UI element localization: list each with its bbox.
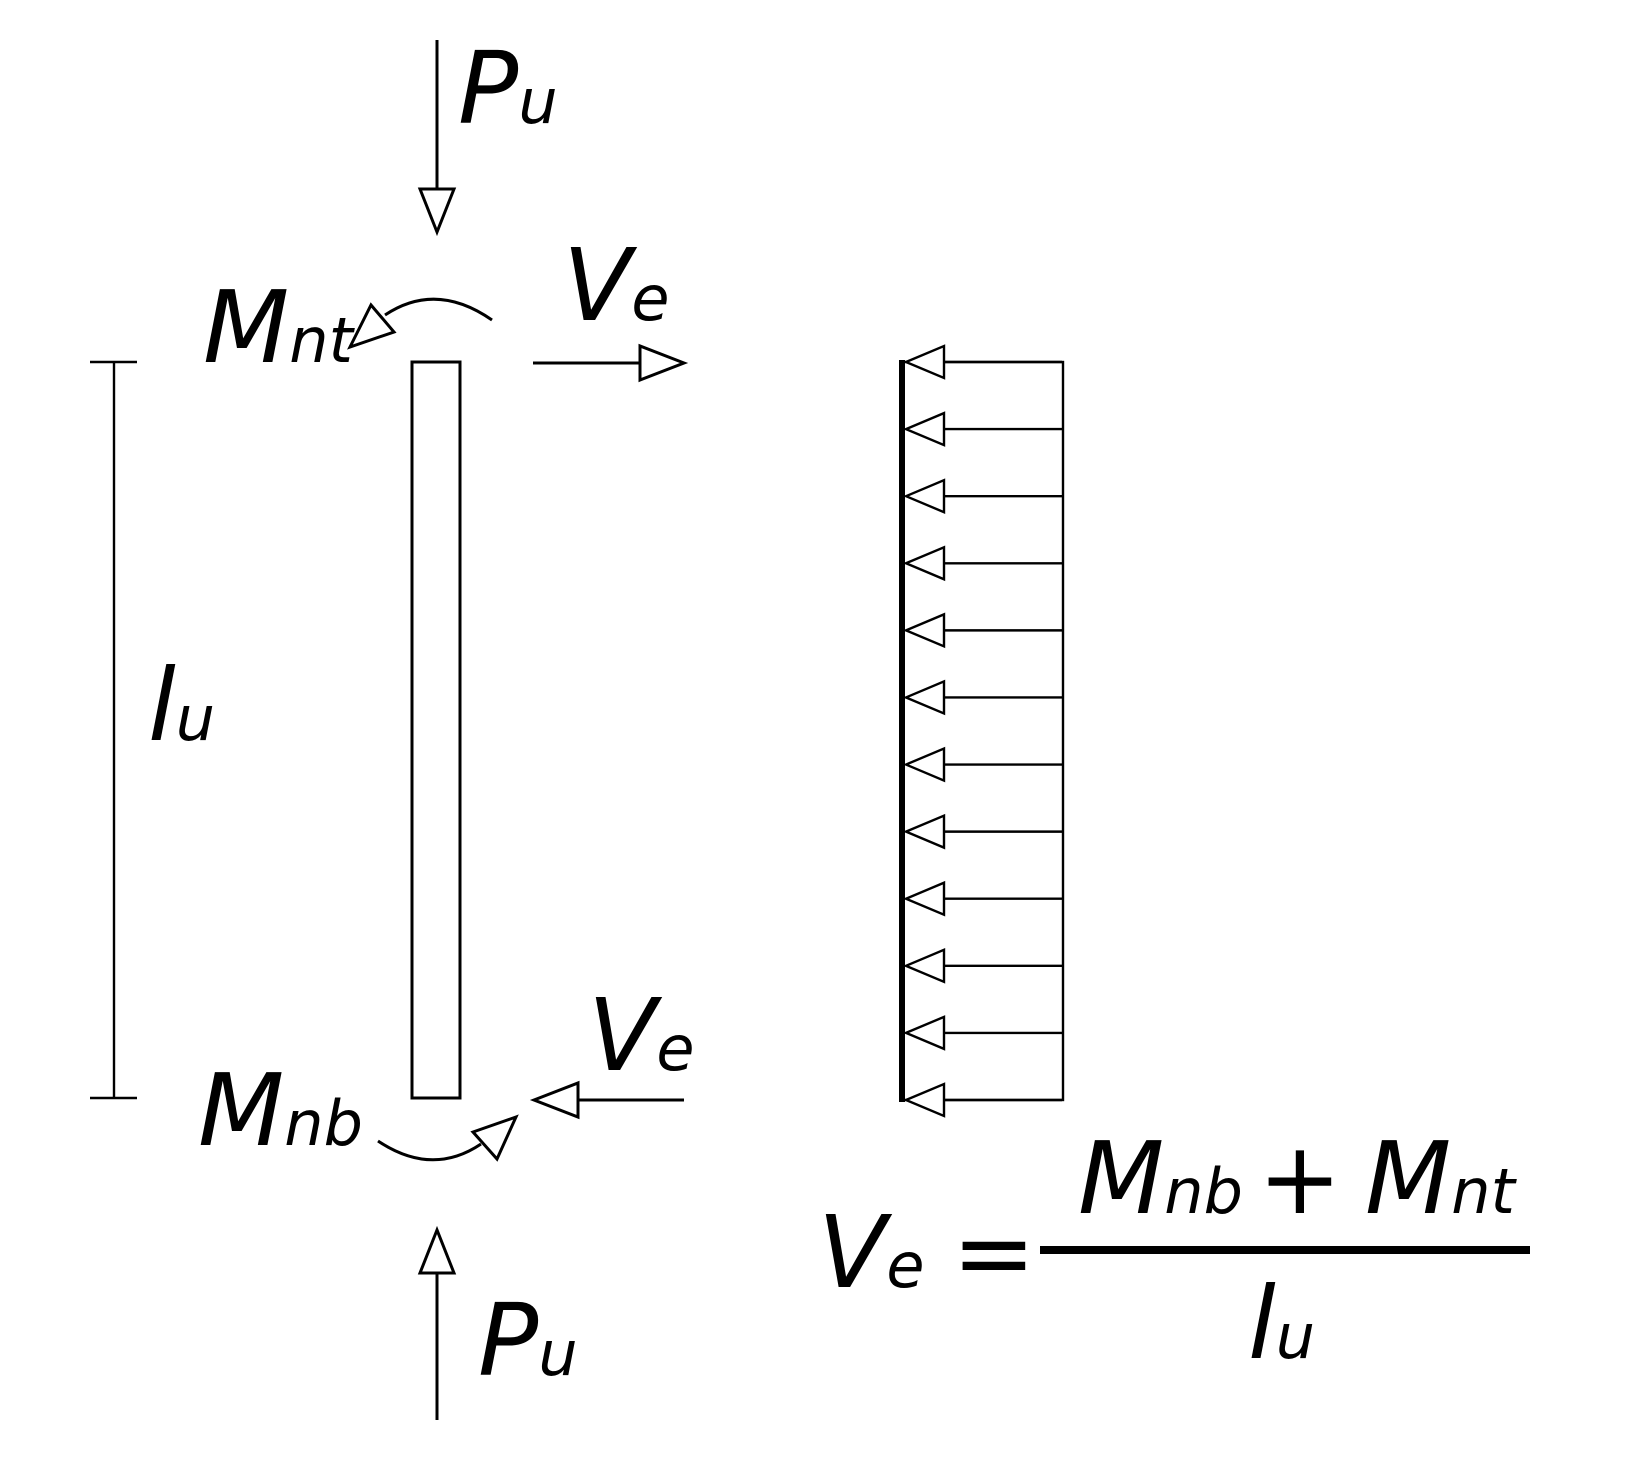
- unsupported-length-label: lu: [148, 647, 215, 764]
- left-arrowhead-icon: [902, 880, 946, 917]
- shear-bottom-arrow: [529, 1080, 684, 1120]
- distributed-load-diagram: [899, 344, 1065, 1118]
- unsupported-length-dimension-line: [90, 360, 137, 1100]
- moment-bottom-arrow: [377, 1114, 519, 1162]
- equation: Ve = Mnb + Mnt lu: [818, 1120, 1530, 1382]
- axial-load-top-arrow: [417, 40, 457, 237]
- load-arrow: [902, 746, 1062, 783]
- left-arrowhead-icon: [902, 478, 946, 514]
- moment-top-arrow: [347, 297, 493, 350]
- up-arrowhead-icon: [417, 1225, 457, 1275]
- load-arrow: [902, 1015, 1062, 1051]
- moment-bottom-label: Mnb: [198, 1052, 363, 1169]
- equation-numerator-term2: Mnt: [1365, 1120, 1518, 1237]
- left-arrowhead-icon: [902, 746, 946, 783]
- shear-top-label: Ve: [563, 227, 670, 344]
- load-arrow: [902, 612, 1062, 649]
- left-arrowhead-icon: [902, 545, 946, 582]
- column-member: [410, 360, 462, 1100]
- left-arrowhead-icon: [529, 1080, 580, 1120]
- equation-numerator-term1: Mnb: [1078, 1120, 1243, 1237]
- left-arrowhead-icon: [902, 679, 946, 716]
- load-arrow: [902, 679, 1062, 716]
- left-arrowhead-icon: [902, 948, 946, 984]
- equation-denominator: lu: [1248, 1265, 1315, 1382]
- shear-top-arrow: [533, 343, 689, 383]
- load-arrow: [902, 478, 1062, 514]
- right-arrowhead-icon: [638, 343, 689, 383]
- load-arrow: [902, 948, 1062, 984]
- shear-bottom-label: Ve: [588, 977, 695, 1094]
- load-arrow: [902, 1082, 1062, 1118]
- load-arrow: [902, 545, 1062, 582]
- load-block-outline: [900, 360, 1065, 1102]
- down-arrowhead-icon: [417, 187, 457, 237]
- load-arrow: [902, 880, 1062, 917]
- load-arrow: [902, 411, 1062, 447]
- left-arrowhead-icon: [902, 612, 946, 649]
- axial-load-bottom-arrow: [417, 1225, 457, 1420]
- curved-arrowhead-icon: [470, 1114, 519, 1162]
- equation-lhs: Ve: [818, 1194, 925, 1311]
- load-arrow: [902, 813, 1062, 850]
- left-arrowhead-icon: [902, 411, 946, 447]
- distributed-load-arrows: [902, 344, 1062, 1118]
- axial-load-bottom-label: Pu: [478, 1282, 578, 1399]
- left-arrowhead-icon: [902, 344, 946, 380]
- left-arrowhead-icon: [902, 1015, 946, 1051]
- axial-load-top-label: Pu: [458, 30, 558, 147]
- curved-arrowhead-icon: [347, 302, 397, 350]
- left-arrowhead-icon: [902, 1082, 946, 1118]
- equation-equals: =: [952, 1194, 1036, 1311]
- left-arrowhead-icon: [902, 813, 946, 850]
- load-arrow: [902, 344, 1062, 380]
- moment-top-label: Mnt: [203, 269, 356, 386]
- equation-numerator-operator: +: [1258, 1120, 1342, 1237]
